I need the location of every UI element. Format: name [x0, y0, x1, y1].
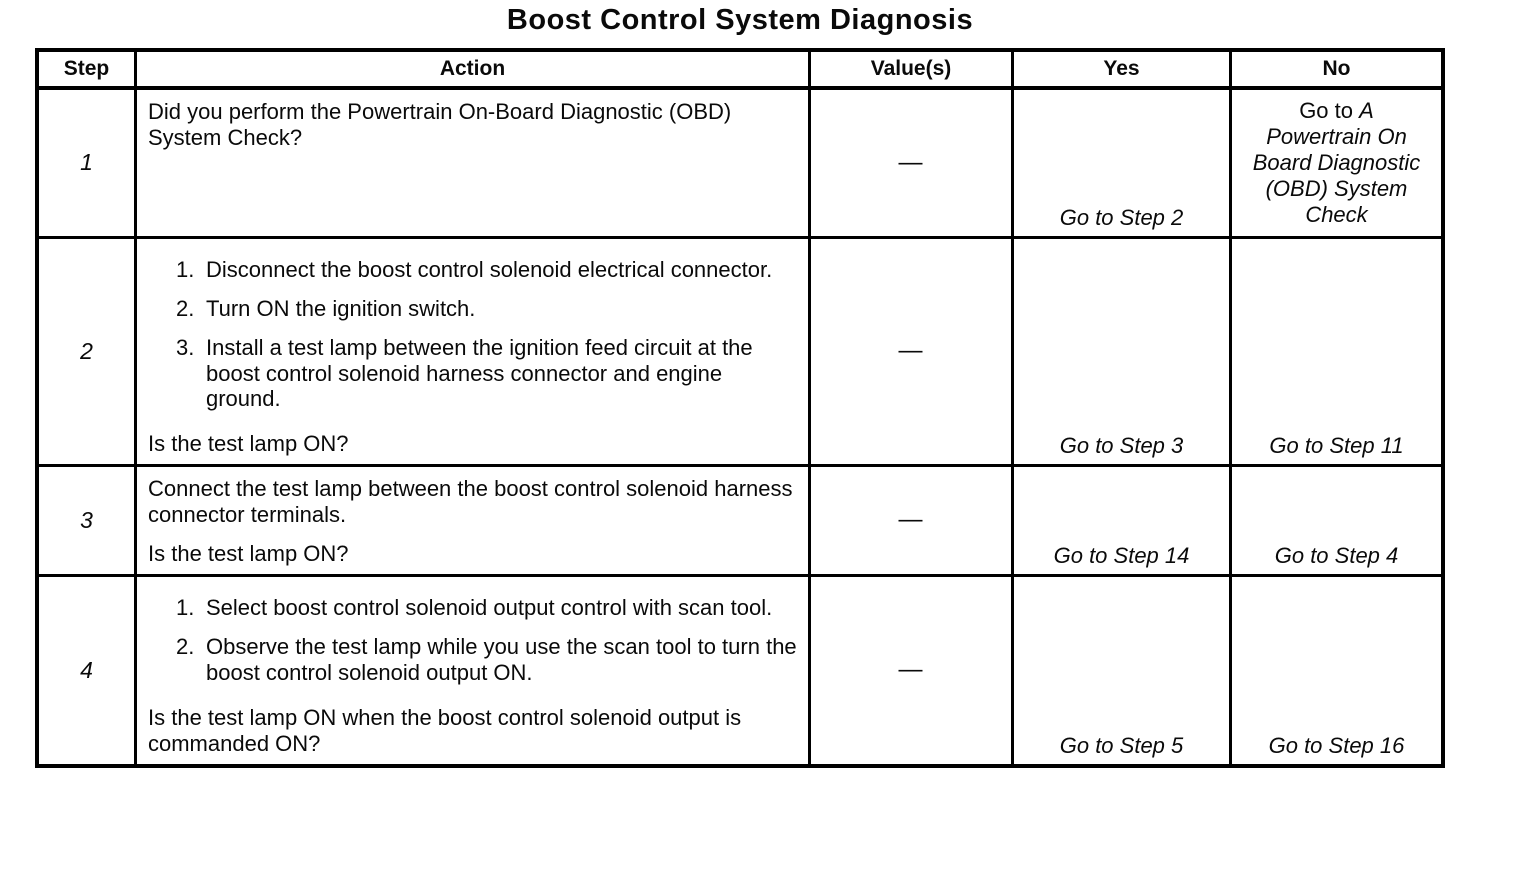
value-cell: —	[811, 90, 1014, 239]
column-header-step: Step	[39, 52, 137, 90]
action-list-item: 2.Observe the test lamp while you use th…	[176, 634, 797, 686]
no-cell: Go to Step 4	[1232, 467, 1441, 577]
no-cell-prefix: Go to	[1299, 98, 1360, 123]
step-number: 3	[39, 467, 137, 577]
yes-cell: Go to Step 5	[1014, 577, 1232, 764]
no-cell-text: Go to Step 4	[1275, 543, 1399, 569]
action-cell: 1.Select boost control solenoid output c…	[137, 577, 811, 764]
page-title: Boost Control System Diagnosis	[506, 4, 974, 36]
action-question: Is the test lamp ON?	[148, 541, 349, 567]
no-cell-label: Go to Step 16	[1268, 733, 1405, 759]
no-cell: Go to A Powertrain On Board Diagnostic (…	[1232, 90, 1441, 239]
no-cell-text: Go to Step 16	[1269, 733, 1405, 759]
no-cell-text: Go to A Powertrain On Board Diagnostic (…	[1248, 98, 1426, 228]
column-header-no: No	[1232, 52, 1441, 90]
action-list-item: 1.Select boost control solenoid output c…	[176, 595, 773, 621]
no-cell-label: Go to Step 4	[1274, 543, 1399, 569]
value-cell: —	[811, 467, 1014, 577]
no-cell: Go to Step 16	[1232, 577, 1441, 764]
action-cell: Did you perform the Powertrain On-Board …	[137, 90, 811, 239]
yes-cell: Go to Step 2	[1014, 90, 1232, 239]
action-question: Is the test lamp ON when the boost contr…	[148, 705, 742, 757]
action-question: Is the test lamp ON?	[148, 431, 349, 457]
no-cell: Go to Step 11	[1232, 239, 1441, 467]
step-number: 2	[39, 239, 137, 467]
action-steps: 1.Disconnect the boost control solenoid …	[148, 257, 800, 426]
no-cell-label: Go to Step 11	[1269, 433, 1404, 459]
step-number: 1	[39, 90, 137, 239]
diagnosis-table: Step Action Value(s) Yes No 1 Did you pe…	[35, 48, 1445, 768]
action-intro: Did you perform the Powertrain On-Board …	[148, 99, 732, 150]
column-header-values: Value(s)	[811, 52, 1014, 90]
action-list-item: 2.Turn ON the ignition switch.	[176, 295, 476, 321]
column-header-action: Action	[137, 52, 811, 90]
action-list-item: 3.Install a test lamp between the igniti…	[176, 334, 753, 412]
no-cell-text: Go to Step 11	[1269, 433, 1403, 459]
no-cell-label: A Powertrain On Board Diagnostic (OBD) S…	[1252, 98, 1421, 227]
value-cell: —	[811, 239, 1014, 467]
value-cell: —	[811, 577, 1014, 764]
column-header-yes: Yes	[1014, 52, 1232, 90]
action-steps: 1.Select boost control solenoid output c…	[148, 595, 800, 699]
step-number: 4	[39, 577, 137, 764]
action-cell: 1.Disconnect the boost control solenoid …	[137, 239, 811, 467]
yes-cell: Go to Step 3	[1014, 239, 1232, 467]
action-cell: Connect the test lamp between the boost …	[137, 467, 811, 577]
action-intro: Connect the test lamp between the boost …	[148, 476, 793, 527]
action-list-item: 1.Disconnect the boost control solenoid …	[176, 256, 773, 282]
yes-cell: Go to Step 14	[1014, 467, 1232, 577]
